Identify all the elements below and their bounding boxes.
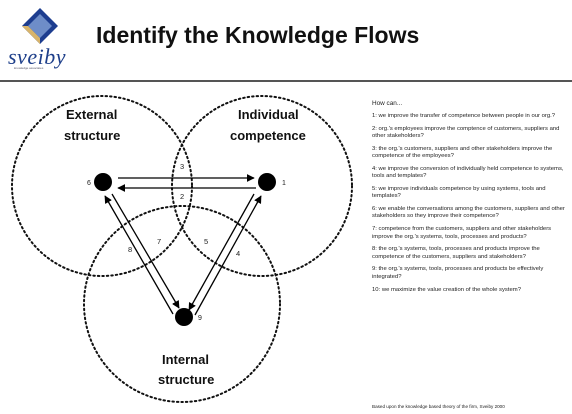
internal-structure-circle [83, 205, 281, 403]
flow-label-7: 7 [157, 237, 161, 246]
question-item-2: 2: org.'s employees improve the comptenc… [372, 125, 560, 140]
page-title: Identify the Knowledge Flows [96, 22, 420, 48]
internal-structure-label-line1: Internal [162, 352, 209, 367]
external-structure-label-line1: External [66, 107, 117, 122]
question-item-10: 10: we maximize the value creation of th… [372, 286, 521, 293]
external-structure-circle [11, 95, 193, 277]
flow-label-2: 2 [180, 192, 184, 201]
flow-arrow-5 [188, 193, 255, 311]
source-footnote: Based upon the knowledge based theory of… [372, 404, 505, 409]
question-item-1: 1: we improve the transfer of competence… [372, 113, 556, 119]
node-label-9: 9 [198, 315, 202, 322]
question-item-3: 3: the org.'s customers, suppliers and o… [372, 145, 553, 160]
questions-panel: How can... 1: we improve the transfer of… [372, 100, 568, 299]
knowledge-flow-diagram: External structure Individual competence… [11, 95, 353, 403]
flow-arrow-8 [104, 195, 174, 315]
question-item-6: 6: we enable the conversations among the… [372, 206, 565, 220]
question-item-5: 5: we improve individuals competence by … [372, 186, 546, 200]
logo-subtext: knowledge associates [14, 66, 44, 70]
question-item-4: 4: we improve the conversion of individu… [372, 165, 564, 180]
individual-competence-label-line1: Individual [238, 107, 299, 122]
internal-structure-node [175, 308, 193, 326]
question-item-7: 7: competence from the customers, suppli… [372, 226, 552, 240]
flow-label-5: 5 [204, 237, 208, 246]
flow-label-3: 3 [180, 162, 184, 171]
title-divider [0, 80, 572, 82]
external-structure-node [94, 173, 112, 191]
logo-text: sveiby [8, 44, 66, 69]
question-item-8: 8: the org.'s systems, tools, processes … [372, 246, 540, 260]
internal-structure-label-line2: structure [158, 372, 214, 387]
node-label-6: 6 [87, 180, 91, 187]
question-item-9: 9: the org.'s systems, tools, processes … [372, 266, 544, 280]
flow-label-8: 8 [128, 245, 132, 254]
sveiby-logo-mark [22, 8, 58, 44]
individual-competence-node [258, 173, 276, 191]
questions-header: How can... [372, 100, 403, 107]
individual-competence-label-line2: competence [230, 128, 306, 143]
flow-arrow-7 [111, 193, 180, 309]
individual-competence-circle [171, 95, 353, 277]
node-label-1: 1 [282, 180, 286, 187]
external-structure-label-line2: structure [64, 128, 120, 143]
flow-label-4: 4 [236, 249, 240, 258]
flow-arrow-4 [194, 195, 262, 316]
